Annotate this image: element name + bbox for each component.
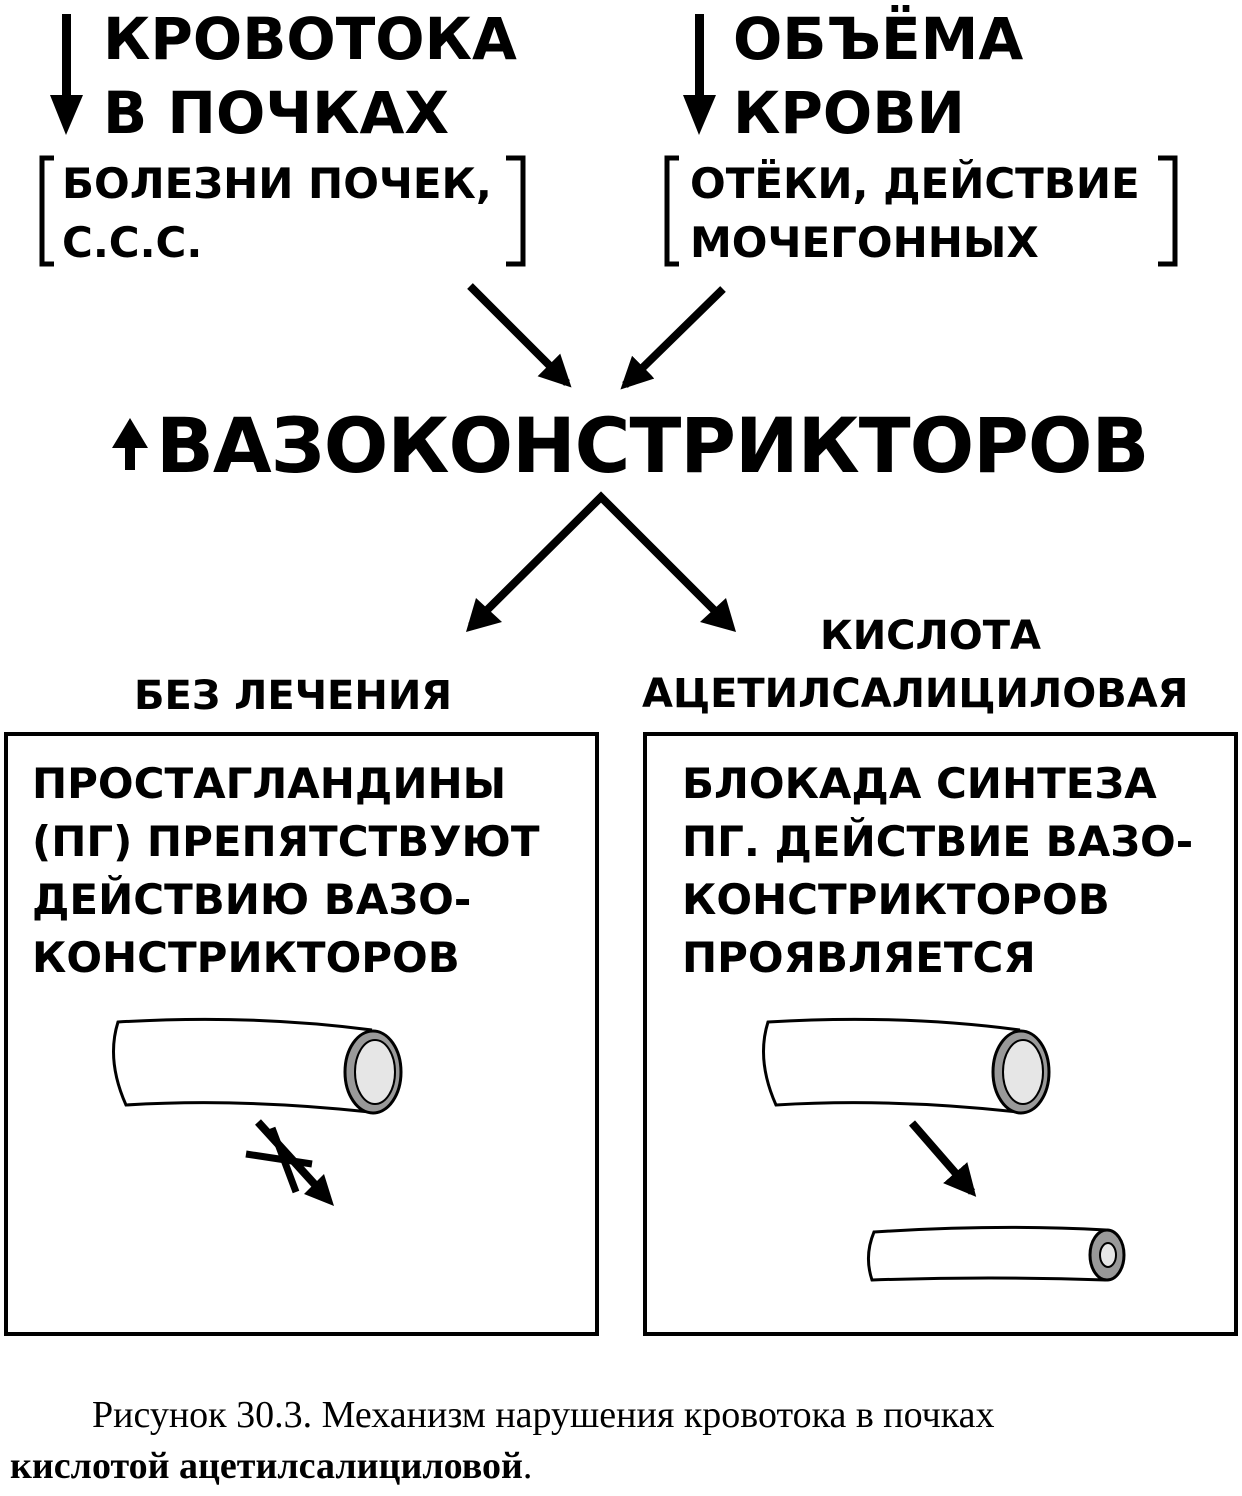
top-left-heading-2: В ПОЧКАХ — [103, 79, 450, 147]
bracket-left-cause — [39, 155, 526, 267]
constriction-arrow — [908, 1120, 977, 1197]
vessel-normal-icon — [112, 1017, 403, 1115]
right-box-line-4: ПРОЯВЛЯЕТСЯ — [682, 933, 1036, 982]
arrow-to-center-right — [620, 286, 726, 390]
left-box-text: ПРОСТАГЛАНДИНЫ (ПГ) ПРЕПЯТСТВУЮТ ДЕЙСТВИ… — [32, 755, 540, 987]
left-box-line-2: (ПГ) ПРЕПЯТСТВУЮТ — [32, 817, 540, 866]
right-box-text: БЛОКАДА СИНТЕЗА ПГ. ДЕЙСТВИЕ ВАЗО- КОНСТ… — [682, 755, 1193, 987]
right-box-line-3: КОНСТРИКТОРОВ — [682, 875, 1110, 924]
left-box — [4, 732, 599, 1336]
decrease-arrow-right — [683, 14, 716, 135]
right-box — [643, 732, 1238, 1336]
arrow-to-center-left — [467, 283, 572, 388]
top-right-heading-1: ОБЪЁМА — [733, 5, 1024, 73]
center-title: ВАЗОКОНСТРИКТОРОВ — [156, 401, 1149, 490]
top-right-cause-2: МОЧЕГОННЫХ — [690, 218, 1039, 267]
vessel-before-icon — [762, 1017, 1051, 1115]
top-left-cause-2: С.С.С. — [62, 218, 203, 267]
left-box-line-3: ДЕЙСТВИЮ ВАЗО- — [32, 875, 472, 924]
left-box-line-1: ПРОСТАГЛАНДИНЫ — [32, 759, 507, 808]
caption-line-2: кислотой ацетилсалициловой. — [10, 1447, 532, 1485]
top-right-cause-1: ОТЁКИ, ДЕЙСТВИЕ — [690, 159, 1140, 208]
increase-arrow — [112, 418, 148, 470]
left-box-line-4: КОНСТРИКТОРОВ — [32, 933, 460, 982]
caption-bold-text: кислотой ацетилсалициловой — [10, 1445, 523, 1487]
blocked-arrow-icon — [245, 1119, 334, 1206]
decrease-arrow-left — [50, 14, 83, 135]
left-branch-label: БЕЗ ЛЕЧЕНИЯ — [134, 673, 453, 719]
right-branch-label-1: КИСЛОТА — [820, 613, 1041, 659]
top-left-cause-1: БОЛЕЗНИ ПОЧЕК, — [62, 159, 492, 208]
caption-line-1: Рисунок 30.3. Механизм нарушения кровото… — [92, 1394, 995, 1436]
vessel-constricted-icon — [867, 1225, 1126, 1282]
top-right-heading-2: КРОВИ — [733, 79, 965, 147]
diverging-arrows — [466, 491, 736, 632]
caption-period: . — [522, 1445, 533, 1487]
top-left-heading-1: КРОВОТОКА — [103, 5, 517, 73]
bracket-right-cause — [664, 155, 1178, 267]
right-box-line-2: ПГ. ДЕЙСТВИЕ ВАЗО- — [682, 817, 1194, 866]
right-box-line-1: БЛОКАДА СИНТЕЗА — [682, 759, 1157, 808]
right-branch-label-2: АЦЕТИЛСАЛИЦИЛОВАЯ — [642, 671, 1189, 717]
